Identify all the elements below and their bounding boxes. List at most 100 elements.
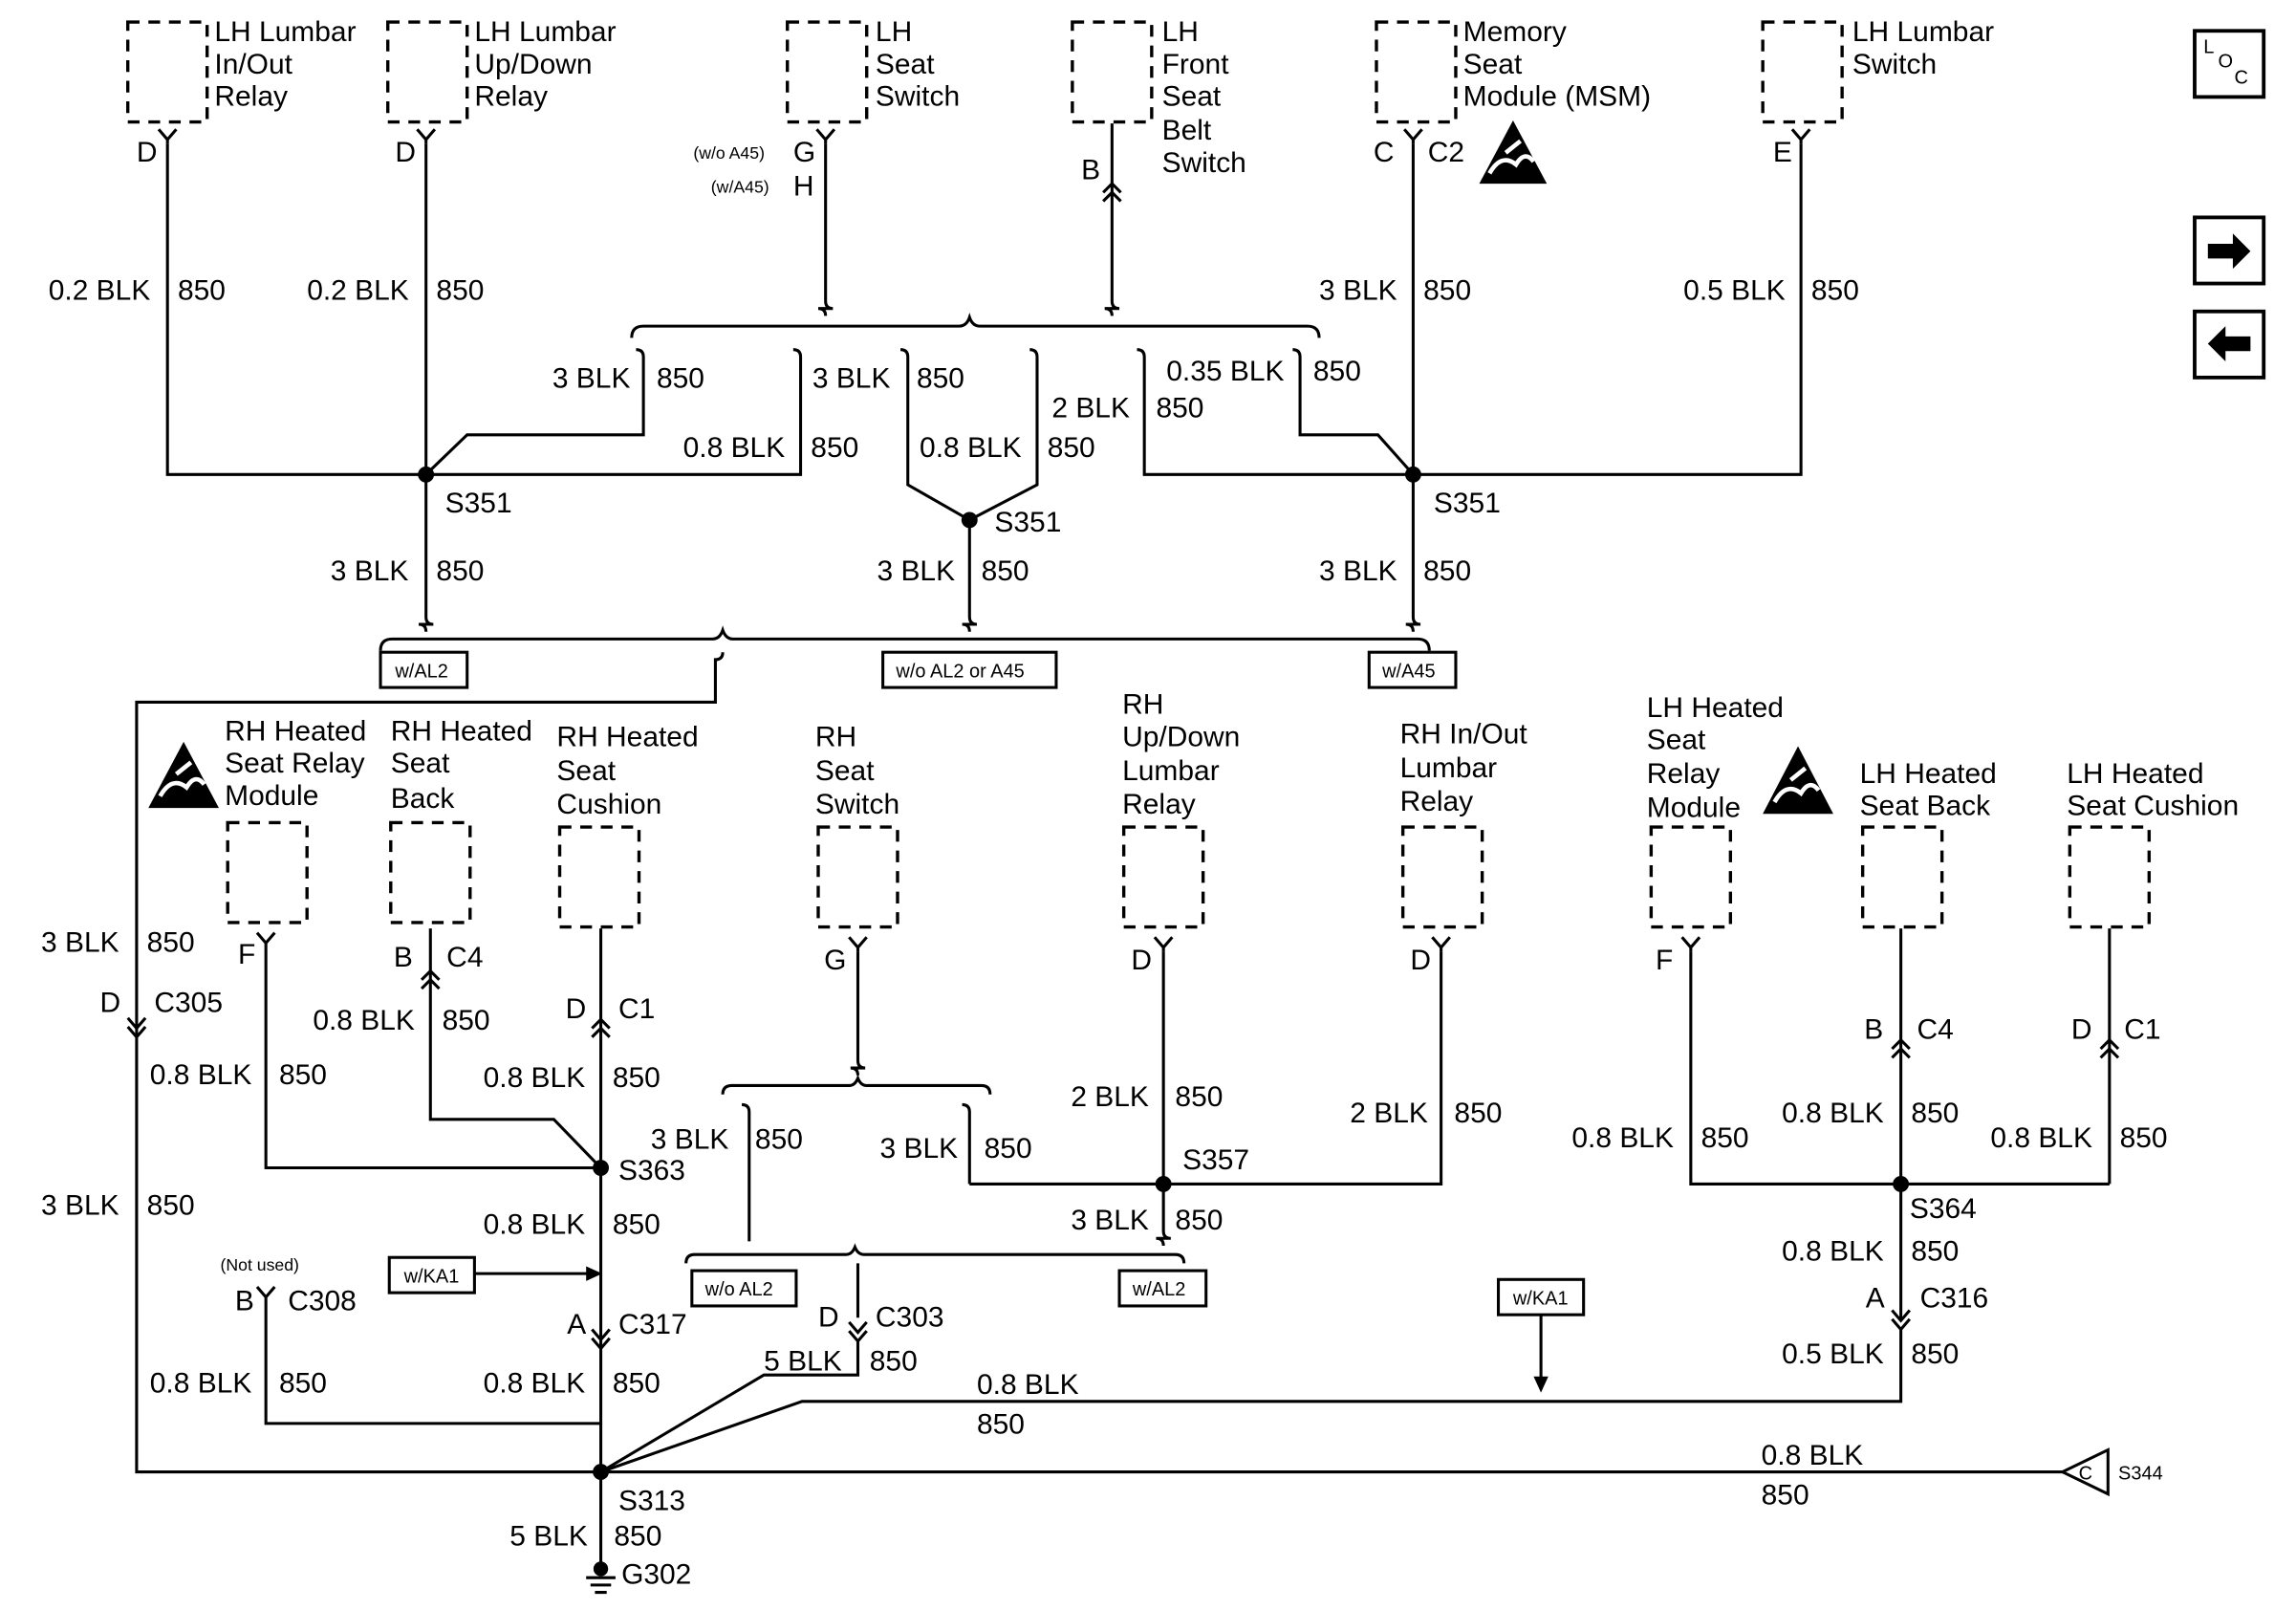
option-w-a45: w/A45 xyxy=(1367,650,1458,689)
circuit-label: 850 xyxy=(279,1368,327,1400)
lh-heated-seat-relay-module xyxy=(1649,825,1733,929)
connector-label: C2 xyxy=(1428,137,1464,168)
connector-label: C303 xyxy=(876,1301,944,1333)
circuit-label: 850 xyxy=(1811,274,1859,306)
splice-label: S313 xyxy=(618,1486,685,1517)
wire-label: 0.5 BLK xyxy=(1683,274,1786,306)
wire-label: 3 BLK xyxy=(1319,555,1397,587)
wire-label: 3 BLK xyxy=(877,555,955,587)
pin-note: (Not used) xyxy=(221,1255,299,1274)
wire-label: 0.8 BLK xyxy=(484,1209,586,1241)
splice-label: S351 xyxy=(994,507,1061,538)
pin-label: H xyxy=(793,170,814,202)
pin-label: D xyxy=(566,993,587,1025)
wire-label: 2 BLK xyxy=(1071,1081,1149,1113)
wire-label: 5 BLK xyxy=(509,1520,588,1552)
circuit-label: 850 xyxy=(657,363,704,395)
circuit-label: 850 xyxy=(436,555,484,587)
wire-label: 3 BLK xyxy=(41,927,119,959)
splice-label: S351 xyxy=(445,488,512,519)
connector-label: C317 xyxy=(618,1309,687,1340)
svg-text:w/KA1: w/KA1 xyxy=(403,1266,460,1287)
wire-label: 3 BLK xyxy=(812,363,891,395)
svg-text:w/o AL2: w/o AL2 xyxy=(704,1279,773,1300)
circuit-label: 850 xyxy=(1911,1338,1959,1370)
option-w-ka1: w/KA1 xyxy=(387,1255,476,1295)
circuit-label: 850 xyxy=(1423,555,1471,587)
connector-label: C305 xyxy=(154,988,223,1019)
pin-label: C xyxy=(1374,137,1395,168)
pin-label: D xyxy=(137,137,158,168)
wire-label: 3 BLK xyxy=(1319,274,1397,306)
connector-label: C1 xyxy=(618,993,655,1025)
option-wo-al2: w/o AL2 xyxy=(690,1269,798,1308)
circuit-label: 850 xyxy=(1762,1479,1809,1511)
rh-heated-seat-back xyxy=(389,820,472,925)
circuit-label: 850 xyxy=(147,1190,195,1222)
wire-label: 0.8 BLK xyxy=(1762,1440,1864,1471)
pin-label: G xyxy=(824,945,846,976)
circuit-label: 850 xyxy=(1701,1122,1749,1154)
wire-label: 3 BLK xyxy=(880,1133,959,1164)
wire-label: 0.8 BLK xyxy=(1990,1122,2092,1154)
wire-label: 0.8 BLK xyxy=(1571,1122,1674,1154)
circuit-label: 850 xyxy=(755,1124,803,1156)
option-w-al2: w/AL2 xyxy=(379,650,469,689)
circuit-label: 850 xyxy=(811,432,858,464)
circuit-label: 850 xyxy=(982,555,1029,587)
ground-icon xyxy=(586,1576,616,1595)
pin-label: B xyxy=(235,1286,254,1317)
svg-text:C: C xyxy=(2079,1463,2092,1484)
wire-label: 0.2 BLK xyxy=(307,274,409,306)
wire-label: 0.8 BLK xyxy=(150,1059,252,1091)
pin-label: D xyxy=(818,1301,839,1333)
connector-label: C4 xyxy=(1917,1013,1954,1045)
pin-label: D xyxy=(2071,1013,2092,1045)
circuit-label: 850 xyxy=(977,1409,1025,1441)
rh-inout-lumbar-relay xyxy=(1400,825,1484,929)
arrow-right-icon[interactable] xyxy=(2193,215,2266,286)
pin-label: D xyxy=(1410,945,1431,976)
circuit-label: 850 xyxy=(985,1133,1032,1164)
circuit-label: 850 xyxy=(443,1005,490,1036)
ground-label: G302 xyxy=(621,1558,691,1590)
wire-label: 0.8 BLK xyxy=(920,432,1022,464)
svg-text:O: O xyxy=(2219,52,2234,73)
pin-label: A xyxy=(567,1309,586,1340)
svg-text:w/AL2: w/AL2 xyxy=(1132,1279,1186,1300)
pin-label: D xyxy=(100,988,121,1019)
circuit-label: 850 xyxy=(1175,1205,1223,1236)
wire-label: 0.8 BLK xyxy=(1782,1235,1884,1267)
svg-text:w/KA1: w/KA1 xyxy=(1512,1288,1569,1309)
circuit-label: 850 xyxy=(613,1368,661,1400)
wire-label: 3 BLK xyxy=(1071,1205,1149,1236)
wire-label: 0.2 BLK xyxy=(49,274,151,306)
circuit-label: 850 xyxy=(917,363,964,395)
wire-label: 0.8 BLK xyxy=(1782,1098,1884,1129)
wire-label: 3 BLK xyxy=(552,363,631,395)
circuit-label: 850 xyxy=(1175,1081,1223,1113)
lh-heated-seat-cushion xyxy=(2068,825,2152,929)
wire-label: 5 BLK xyxy=(764,1346,842,1378)
loc-button[interactable]: L O C xyxy=(2193,29,2266,99)
svg-text:w/AL2: w/AL2 xyxy=(394,661,448,682)
wire-label: 0.8 BLK xyxy=(150,1368,252,1400)
pin-label: F xyxy=(1656,945,1673,976)
svg-text:C: C xyxy=(2234,68,2247,89)
wire-label: 0.8 BLK xyxy=(683,432,786,464)
esd-warning-icon xyxy=(1479,120,1548,185)
connector-label: C4 xyxy=(446,942,483,973)
arrow-left-icon[interactable] xyxy=(2193,309,2266,380)
svg-text:w/A45: w/A45 xyxy=(1381,661,1436,682)
pin-label: G xyxy=(793,137,815,168)
wire-label: 0.8 BLK xyxy=(313,1005,415,1036)
pin-note: (w/A45) xyxy=(711,177,769,196)
svg-text:w/o AL2 or A45: w/o AL2 or A45 xyxy=(895,661,1024,682)
